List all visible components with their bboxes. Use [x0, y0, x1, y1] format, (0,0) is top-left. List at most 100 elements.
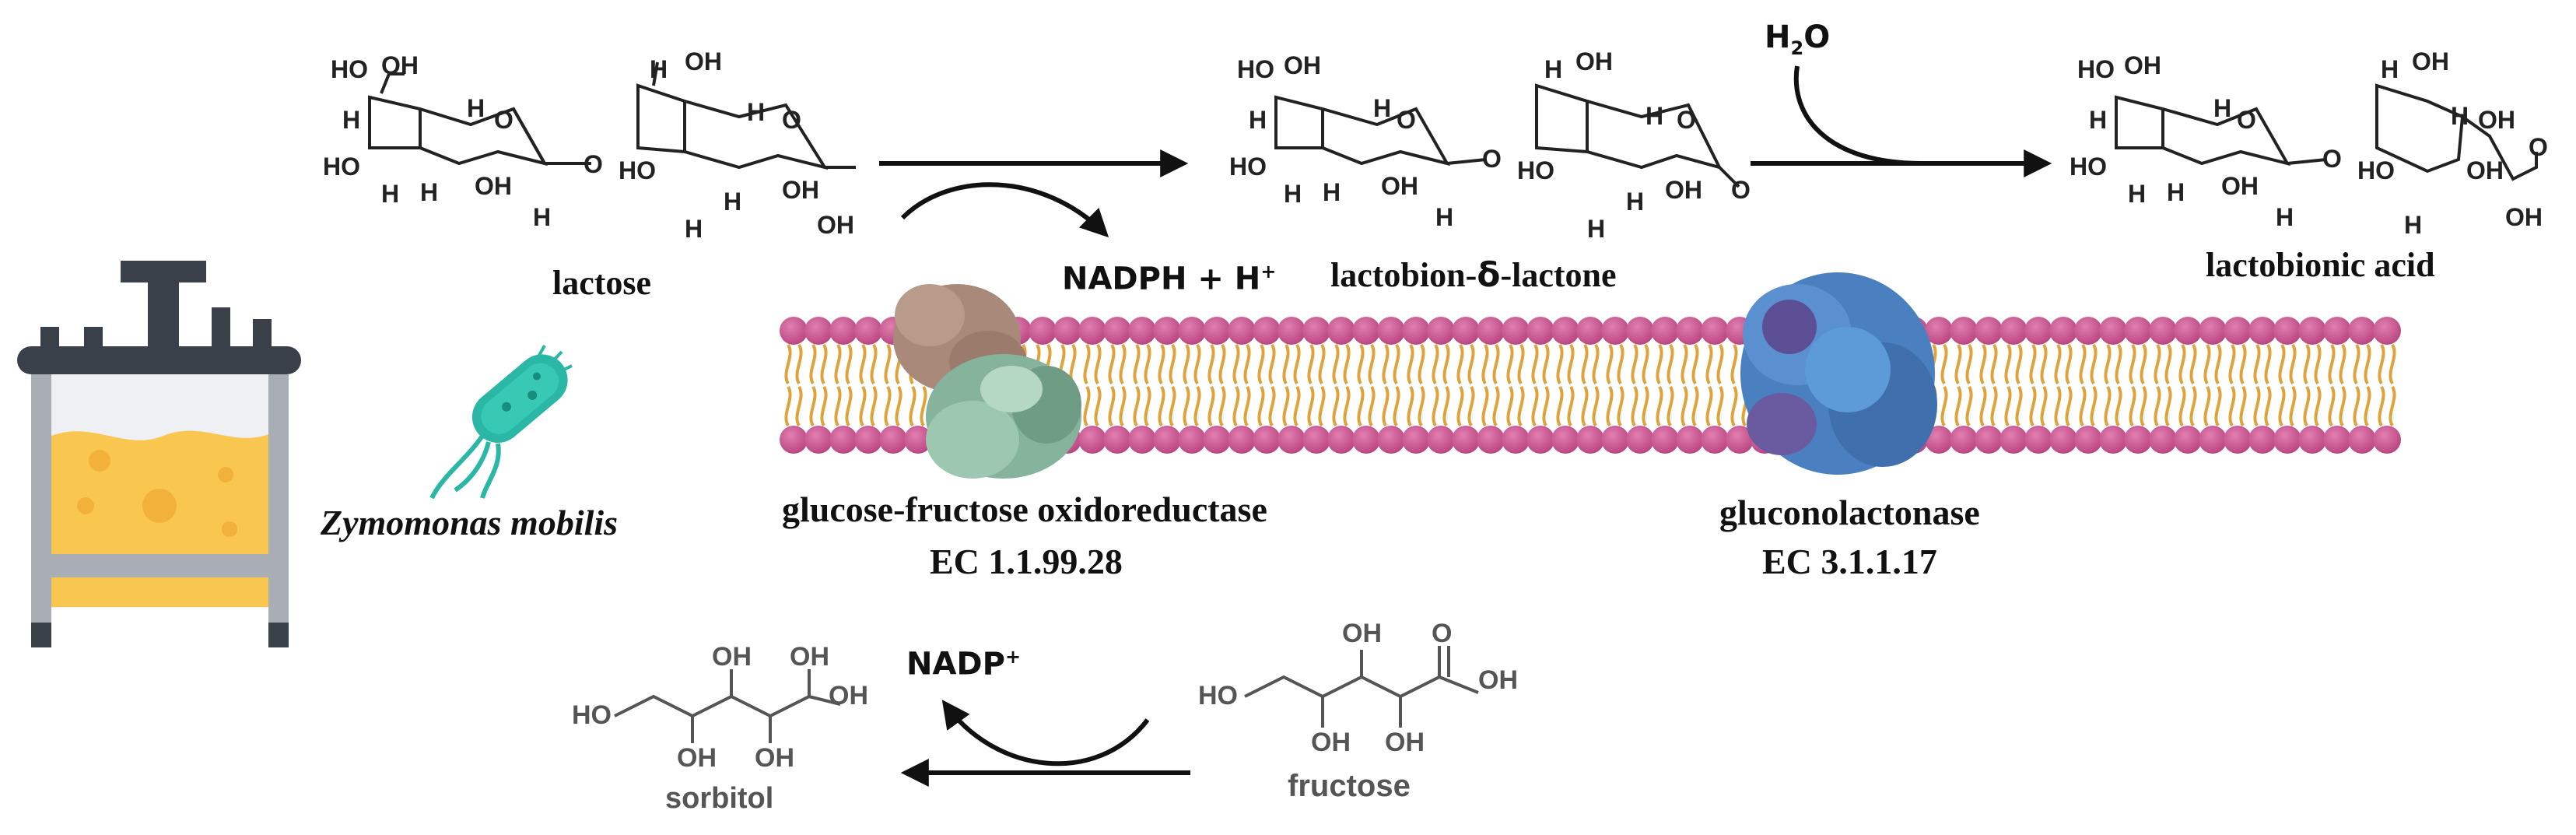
svg-text:OH: OH: [782, 176, 819, 204]
lipid-head: [1999, 317, 2028, 345]
svg-text:HO: HO: [619, 156, 656, 184]
lipid-tail: [1133, 343, 1141, 385]
lactobionolactone-structure: [1274, 83, 1740, 188]
lipid-tail: [2203, 343, 2211, 385]
lipid-tail: [1432, 385, 1439, 427]
lipid-head: [2024, 426, 2052, 454]
lipid-tail: [2214, 343, 2222, 385]
lipid-head: [1203, 426, 1231, 454]
lipid-tail: [1456, 343, 1464, 385]
label-h2o-h: H: [1765, 19, 1791, 55]
lipid-head: [1502, 426, 1530, 454]
lipid-tail: [2164, 343, 2172, 385]
svg-text:O: O: [1731, 176, 1751, 204]
lipid-tail: [1268, 343, 1276, 385]
lipid-tail: [884, 343, 892, 385]
svg-text:HO: HO: [2357, 156, 2395, 184]
lipid-tail: [1456, 385, 1464, 427]
lipid-head: [2149, 317, 2177, 345]
lipid-tail: [1144, 343, 1151, 385]
lipid-tail: [2278, 385, 2286, 427]
lipid-tail: [1257, 385, 1265, 427]
svg-text:H: H: [2381, 55, 2399, 83]
label-nadp: NADP+: [906, 646, 1021, 682]
lipid-head: [804, 317, 832, 345]
lipid-tail: [1667, 343, 1674, 385]
lipid-tail: [2090, 343, 2098, 385]
svg-text:OH: OH: [2124, 51, 2161, 79]
lipid-tail: [2289, 343, 2297, 385]
lipid-head: [2348, 317, 2376, 345]
lipid-head: [1452, 317, 1480, 345]
lipid-tail: [795, 343, 803, 385]
lipid-tail: [1169, 385, 1176, 427]
lipid-tail: [1207, 343, 1215, 385]
lipid-tail: [1940, 343, 1948, 385]
label-sorbitol: sorbitol: [665, 782, 774, 815]
svg-text:OH: OH: [2412, 47, 2449, 75]
lipid-tail: [2178, 385, 2186, 427]
lipid-tail: [1318, 385, 1326, 427]
label-nadp-sup: +: [1004, 646, 1022, 668]
lipid-tail: [1218, 343, 1226, 385]
lipid-tail: [1506, 385, 1514, 427]
lipid-tail: [809, 385, 817, 427]
lipid-head: [1601, 317, 1629, 345]
lipid-head: [1327, 317, 1355, 345]
svg-text:H: H: [2213, 94, 2231, 122]
svg-text:H: H: [1626, 188, 1644, 216]
lipid-tail: [2264, 385, 2272, 427]
svg-text:OH: OH: [2221, 172, 2259, 200]
lipid-tail: [1243, 385, 1251, 427]
lipid-head: [2323, 317, 2351, 345]
lipid-tail: [2178, 343, 2186, 385]
lipid-tail: [1592, 343, 1600, 385]
lipid-tail: [2004, 343, 2012, 385]
svg-text:O: O: [782, 106, 801, 134]
lipid-tail: [1083, 343, 1091, 385]
enzyme-gfor-icon: [893, 284, 1081, 479]
label-gluconolactonase-name: gluconolactonase: [1719, 493, 1980, 532]
lipid-head: [2273, 426, 2301, 454]
svg-text:H: H: [381, 180, 399, 208]
svg-text:H: H: [2451, 102, 2469, 130]
lipid-head: [1925, 317, 1953, 345]
label-lactobionic-acid: lactobionic acid: [2206, 246, 2435, 284]
svg-text:OH: OH: [685, 47, 722, 75]
arrow-nadp-curve: [941, 700, 1150, 767]
bacterium-icon: [429, 345, 573, 500]
lipid-tail: [909, 385, 916, 427]
lipid-head: [1576, 317, 1604, 345]
lipid-tail: [1432, 343, 1439, 385]
svg-text:H: H: [2089, 106, 2107, 134]
lipid-tail: [1567, 343, 1575, 385]
lipid-tail: [1681, 385, 1688, 427]
lipid-tail: [2015, 385, 2023, 427]
lipid-head: [1477, 426, 1505, 454]
lipid-tail: [1656, 343, 1663, 385]
lipid-tail: [1592, 385, 1600, 427]
lipid-tail: [2364, 343, 2371, 385]
svg-text:H: H: [1435, 203, 1453, 231]
lipid-head: [829, 426, 857, 454]
lipid-head: [1576, 426, 1604, 454]
svg-text:OH: OH: [1665, 176, 1702, 204]
lipid-head: [2298, 317, 2326, 345]
lipid-tail: [884, 385, 892, 427]
lipid-tail: [2090, 385, 2098, 427]
lipid-tail: [1990, 343, 1998, 385]
label-nadph-text: NADPH + H: [1062, 261, 1261, 297]
lipid-head: [2323, 426, 2351, 454]
lipid-tail: [1442, 385, 1450, 427]
lipid-tail: [1542, 385, 1550, 427]
lipid-head: [2074, 426, 2102, 454]
svg-text:H: H: [685, 215, 703, 243]
lipid-head: [1452, 426, 1480, 454]
svg-text:OH: OH: [475, 172, 512, 200]
lipid-tail: [820, 385, 828, 427]
lipid-head: [879, 426, 907, 454]
arrow-h2o-curve: [1793, 65, 1922, 166]
lipid-tail: [1556, 343, 1564, 385]
